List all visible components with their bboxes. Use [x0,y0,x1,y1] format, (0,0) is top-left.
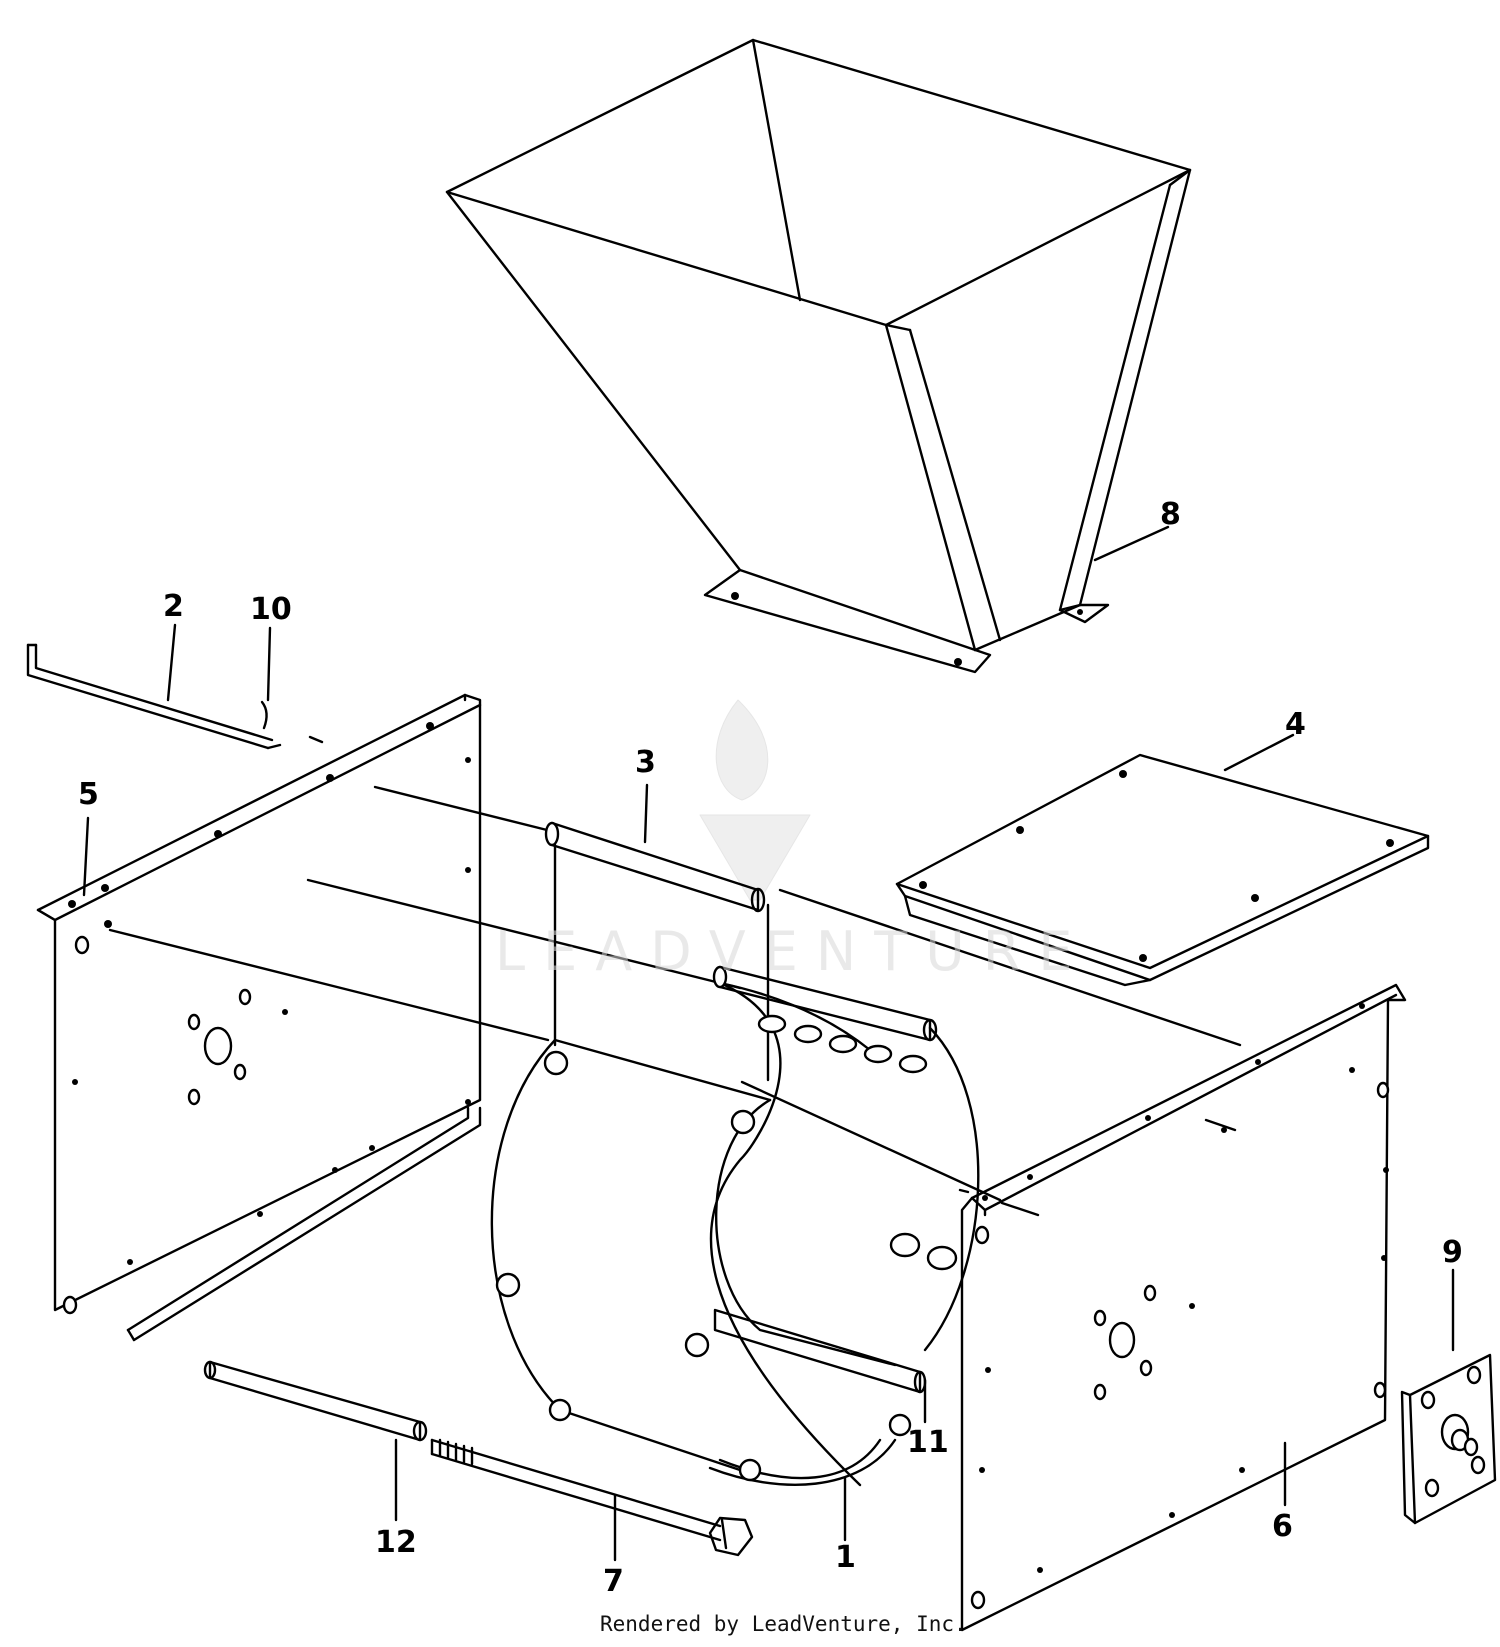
hopper-part-8 [445,38,1192,674]
cross-tube-part-3 [544,821,770,1082]
callout-5: 5 [78,777,99,812]
callout-6: 6 [1272,1509,1293,1544]
callout-3: 3 [635,745,656,780]
callout-11: 11 [907,1425,949,1460]
footer-credit: Rendered by LeadVenture, Inc. [600,1612,967,1636]
left-side-panel-part-5 [36,693,482,1315]
callout-10: 10 [250,592,292,627]
callout-4: 4 [1285,707,1306,742]
callout-2: 2 [163,589,184,624]
callout-1: 1 [835,1540,856,1575]
callout-8: 8 [1160,497,1181,532]
cover-plate-part-4 [895,753,1430,987]
watermark-text: LEADVENTURE [495,920,1091,983]
bolt-part-7 [430,1438,754,1557]
callout-7: 7 [603,1564,624,1599]
right-side-panel-part-6 [960,983,1407,1632]
leader-lines [82,525,1455,1562]
rod-part-2 [26,643,282,750]
lower-tube-part-11 [712,965,958,1394]
tube-part-12 [126,1106,482,1442]
leadventure-logo-watermark [699,699,811,901]
bearing-plate-part-9 [1400,1353,1497,1525]
tie-rods [108,735,1242,1217]
pin-part-10 [260,700,268,730]
callout-9: 9 [1442,1235,1463,1270]
callout-12: 12 [375,1525,417,1560]
housing-part-1 [490,981,980,1487]
